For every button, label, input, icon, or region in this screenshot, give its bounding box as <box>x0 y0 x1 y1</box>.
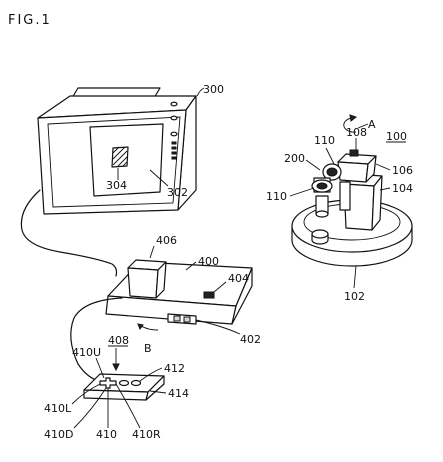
label-402: 402 <box>240 333 261 346</box>
leader-410r <box>115 383 141 429</box>
leader-302 <box>149 169 169 187</box>
label-410u: 410U <box>72 346 101 359</box>
leader-400 <box>185 261 197 271</box>
leader-410d <box>73 387 107 429</box>
label-108: 108 <box>346 126 367 139</box>
label-304: 304 <box>106 179 127 192</box>
label-110-left: 110 <box>266 190 287 203</box>
label-200: 200 <box>284 152 305 165</box>
leader-410u <box>95 357 105 379</box>
label-110-top: 110 <box>314 134 335 147</box>
monitor-bezel <box>47 116 181 208</box>
console-port <box>167 313 197 325</box>
leader-300 <box>196 87 205 97</box>
monitor-side-buttons <box>170 101 178 160</box>
console-button <box>203 291 215 299</box>
dpad <box>99 377 117 389</box>
leader-404 <box>213 281 227 293</box>
robot-device: A 100 108 110 200 106 104 110 102 <box>266 114 413 303</box>
leader-110-left <box>289 187 315 197</box>
robot-body-side <box>371 175 383 231</box>
rotation-arrow-a: A <box>343 114 376 133</box>
controller-button-2 <box>130 379 142 387</box>
label-106: 106 <box>392 164 413 177</box>
label-412: 412 <box>164 362 185 375</box>
label-410l: 410L <box>44 402 72 415</box>
controller-cable <box>70 297 123 381</box>
leader-412 <box>139 367 163 382</box>
cartridge-front <box>127 267 159 299</box>
leader-110-top <box>325 147 335 165</box>
controller-front <box>83 389 149 401</box>
label-410: 410 <box>96 428 117 441</box>
label-a: A <box>368 118 376 131</box>
label-404: 404 <box>228 272 249 285</box>
leader-410l <box>71 383 101 405</box>
label-302: 302 <box>167 186 188 199</box>
controller: 408 410U 412 414 410L 410D 410 410R <box>44 334 189 441</box>
robot-camera <box>311 163 351 218</box>
label-414: 414 <box>168 387 189 400</box>
leader-200 <box>305 159 321 171</box>
label-400: 400 <box>198 255 219 268</box>
console-side <box>231 267 253 325</box>
monitor: 300 302 304 <box>37 83 224 215</box>
controller-button-1 <box>118 379 130 387</box>
robot-head-front <box>337 161 369 183</box>
leader-406 <box>149 245 155 259</box>
label-100: 100 <box>386 130 407 143</box>
label-410d: 410D <box>44 428 73 441</box>
robot-head-side <box>365 155 377 183</box>
label-102: 102 <box>344 290 365 303</box>
label-b: B <box>144 342 152 355</box>
label-406: 406 <box>156 234 177 247</box>
leader-402 <box>195 319 241 335</box>
leader-414 <box>149 390 167 394</box>
cartridge-side <box>155 261 167 299</box>
label-300: 300 <box>203 83 224 96</box>
game-console: 406 400 404 402 <box>105 234 261 346</box>
leader-104 <box>379 187 391 191</box>
leader-106 <box>375 163 391 171</box>
controller-side <box>145 375 165 401</box>
label-408: 408 <box>108 334 129 347</box>
figure-title: FIG.1 <box>8 13 52 28</box>
monitor-cable <box>20 189 118 277</box>
label-410r: 410R <box>132 428 161 441</box>
arrow-b: B <box>137 323 159 355</box>
screen-cursor <box>111 146 129 168</box>
leader-102 <box>353 265 357 289</box>
label-104: 104 <box>392 182 413 195</box>
robot-head-sensor <box>349 149 359 157</box>
